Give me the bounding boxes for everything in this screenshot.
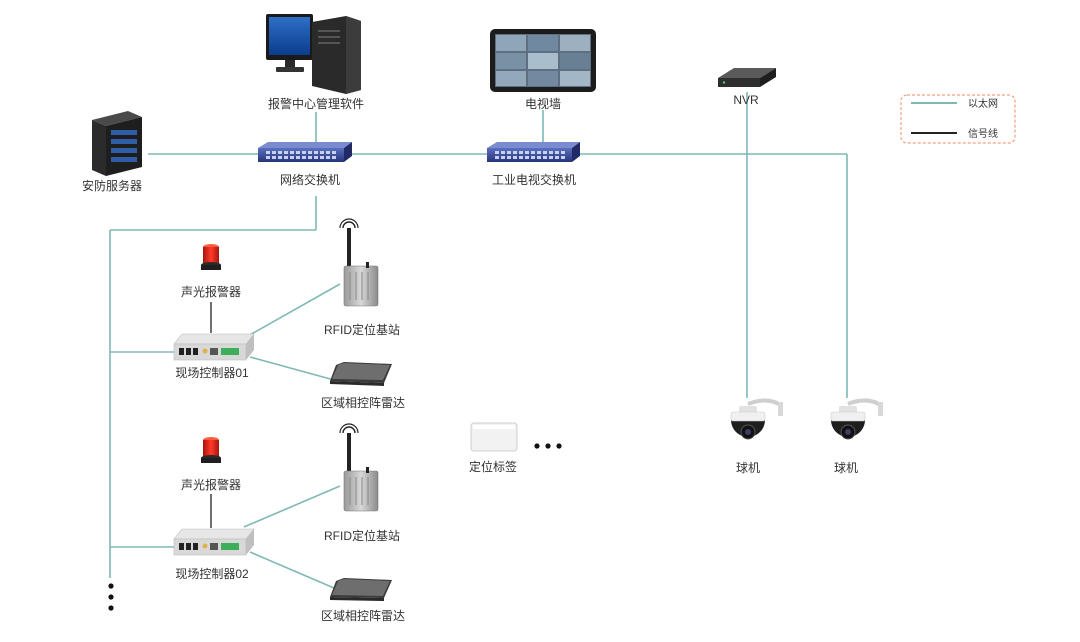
nvr-icon (718, 68, 776, 87)
sound-light-alarm-1-icon (201, 244, 221, 270)
dome-camera-2-icon (830, 398, 884, 440)
line-controller2-radar2 (249, 551, 335, 589)
alarm-center-pc-icon (266, 14, 361, 94)
label-rfid-station-1: RFID定位基站 (324, 322, 400, 337)
more-controllers-ellipsis-icon (108, 583, 114, 611)
field-controller-1-icon (173, 333, 255, 361)
legend-ethernet-label: 以太网 (968, 97, 998, 110)
network-switch-icon (258, 142, 352, 162)
label-dome-camera-2: 球机 (834, 461, 858, 475)
phased-array-radar-1-icon (330, 362, 392, 386)
legend-border (900, 94, 1016, 144)
label-radar-2: 区域相控阵雷达 (321, 609, 405, 623)
phased-array-radar-2-icon (330, 578, 392, 601)
video-wall-icon (490, 29, 596, 92)
line-controller2-rfid2 (243, 485, 341, 528)
field-controller-2-icon (173, 528, 255, 556)
dome-camera-1-icon (730, 398, 784, 440)
label-nvr: NVR (733, 93, 759, 107)
label-alarm-1: 声光报警器 (181, 284, 241, 299)
label-network-switch: 网络交换机 (280, 172, 340, 187)
label-industrial-tv-switch: 工业电视交换机 (492, 172, 576, 187)
rfid-station-1-icon (339, 218, 379, 307)
label-alarm-center-software: 报警中心管理软件 (268, 96, 364, 111)
more-tags-ellipsis-icon (534, 443, 562, 449)
line-controller1-radar1 (249, 356, 335, 381)
location-tag-icon (470, 422, 518, 452)
label-controller-2: 现场控制器02 (175, 567, 249, 581)
label-radar-1: 区域相控阵雷达 (321, 396, 405, 410)
label-alarm-2: 声光报警器 (181, 477, 241, 492)
line-controller1-rfid1 (247, 283, 341, 337)
legend: 以太网 信号线 (900, 94, 1016, 144)
label-controller-1: 现场控制器01 (175, 366, 249, 380)
label-video-wall: 电视墙 (525, 96, 561, 111)
industrial-tv-switch-icon (487, 142, 580, 162)
rfid-station-2-icon (339, 423, 379, 512)
label-rfid-station-2: RFID定位基站 (324, 528, 400, 543)
security-server-icon (92, 111, 142, 176)
label-location-tag: 定位标签 (469, 459, 517, 474)
sound-light-alarm-2-icon (201, 437, 221, 463)
label-security-server: 安防服务器 (82, 178, 142, 193)
legend-signal-label: 信号线 (968, 127, 998, 140)
label-dome-camera-1: 球机 (736, 461, 760, 475)
connection-lines (109, 92, 848, 589)
